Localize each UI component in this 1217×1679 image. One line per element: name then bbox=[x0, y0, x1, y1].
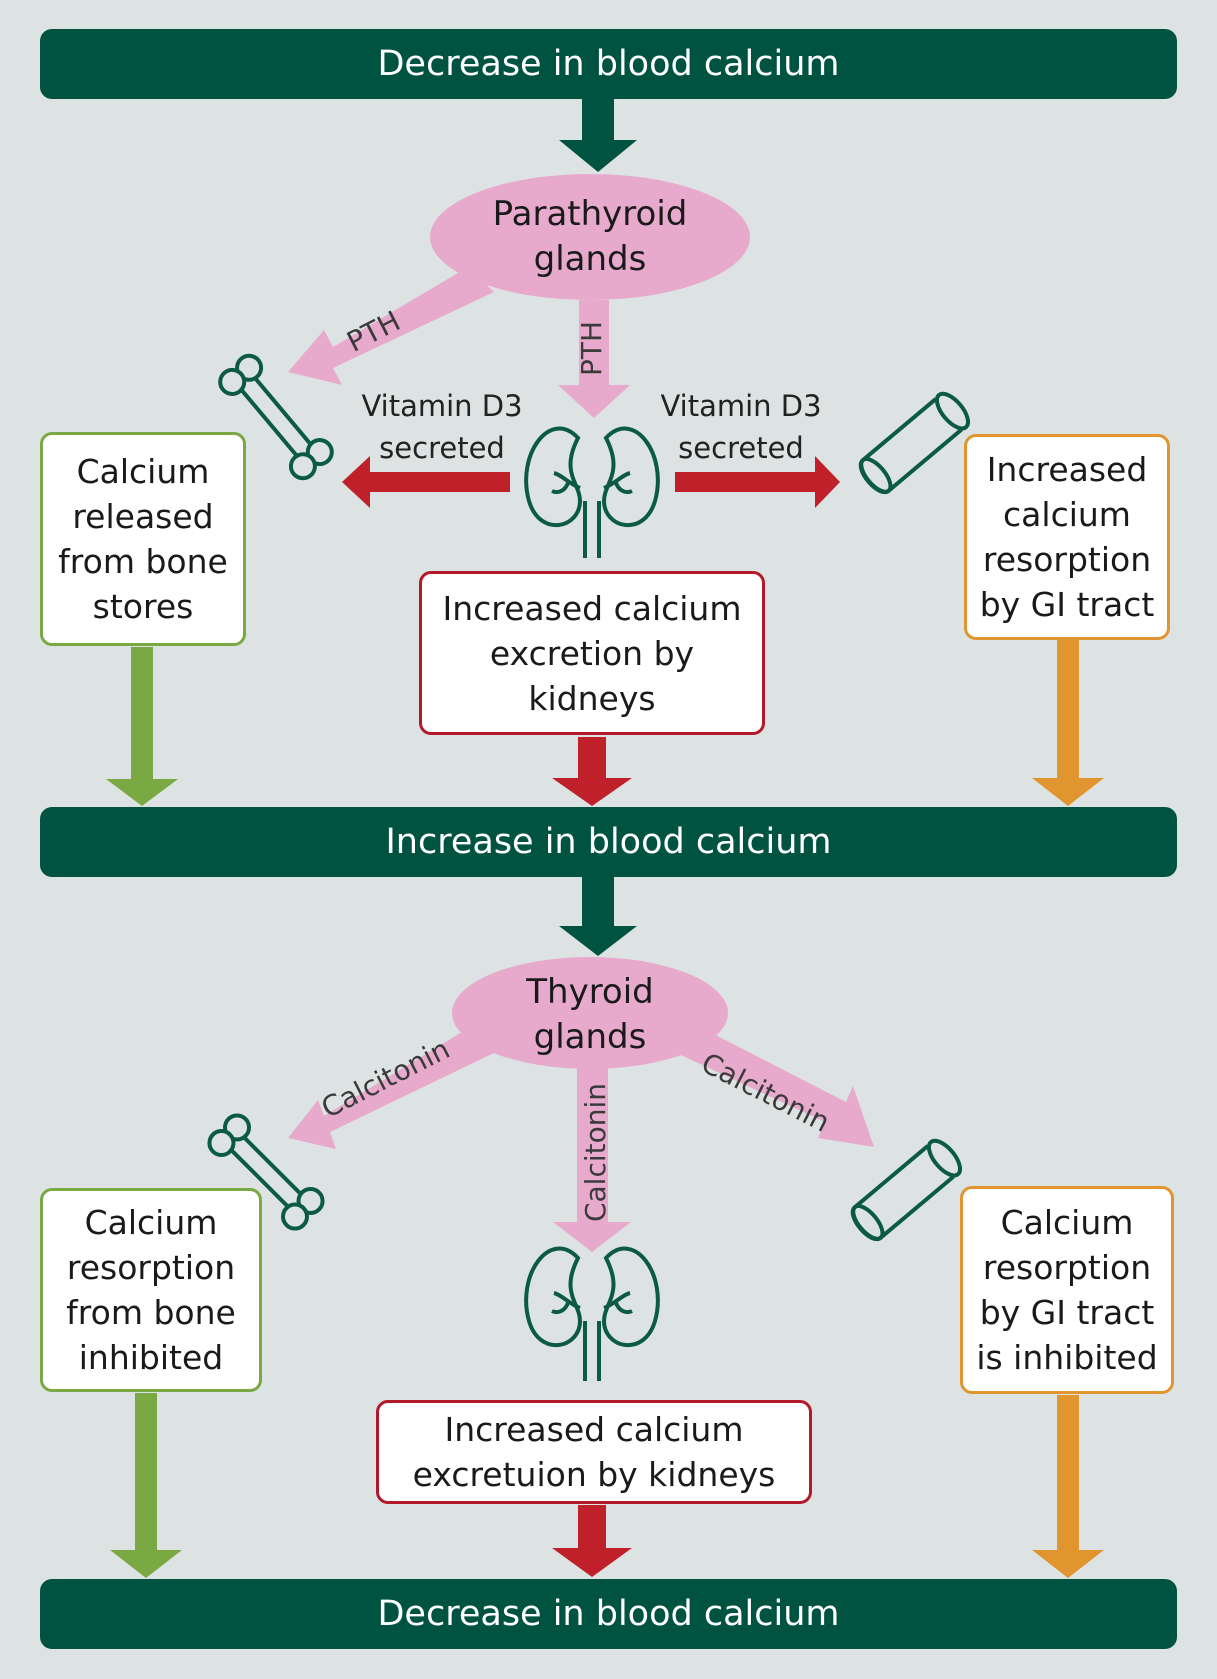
gi-resorption-box-upper: Increased calcium resorption by GI tract bbox=[964, 434, 1170, 640]
pth-label-center: PTH bbox=[575, 320, 609, 377]
thyroid-label: Thyroid glands bbox=[526, 972, 654, 1057]
arrow-gi-down-upper bbox=[1032, 640, 1104, 806]
bottom-bar-decrease: Decrease in blood calcium bbox=[40, 1579, 1177, 1649]
arrow-vitamin-d-right bbox=[675, 456, 840, 508]
bone-release-box: Calcium released from bone stores bbox=[40, 432, 246, 646]
bottom-bar-label: Decrease in blood calcium bbox=[377, 1594, 840, 1634]
arrow-kidney-down-lower bbox=[552, 1505, 632, 1577]
intestine-icon bbox=[850, 1138, 962, 1242]
arrow-middle-to-thyroid bbox=[559, 877, 637, 956]
parathyroid-label: Parathyroid glands bbox=[492, 194, 688, 279]
bone-icon bbox=[207, 1113, 325, 1231]
top-bar-decrease: Decrease in blood calcium bbox=[40, 29, 1177, 99]
arrow-bone-down-lower bbox=[110, 1393, 182, 1578]
arrow-calcitonin-to-kidney bbox=[553, 1050, 631, 1252]
middle-bar-increase: Increase in blood calcium bbox=[40, 807, 1177, 877]
middle-bar-label: Increase in blood calcium bbox=[385, 822, 832, 862]
arrow-bone-down-upper bbox=[106, 647, 178, 806]
arrow-pth-to-kidney bbox=[558, 300, 630, 418]
arrow-gi-down-lower bbox=[1032, 1395, 1104, 1578]
bone-icon bbox=[218, 353, 334, 481]
intestine-icon bbox=[858, 391, 970, 495]
vitamin-d-label-left: Vitamin D3 secreted bbox=[361, 389, 523, 465]
arrow-calcitonin-to-bone bbox=[288, 1024, 496, 1149]
arrow-kidney-down-upper bbox=[552, 737, 632, 806]
thyroid-ellipse bbox=[452, 957, 728, 1069]
arrow-top-to-parathyroid bbox=[559, 98, 637, 172]
kidney-excretion-box-lower: Increased calcium excretuion by kidneys bbox=[376, 1400, 812, 1504]
arrow-pth-to-bone bbox=[288, 267, 494, 385]
calcitonin-label-center: Calcitonin bbox=[579, 1082, 613, 1223]
arrow-vitamin-d-left bbox=[342, 456, 510, 508]
top-bar-label: Decrease in blood calcium bbox=[377, 44, 840, 84]
kidney-icon bbox=[524, 1246, 660, 1381]
arrow-calcitonin-to-gi bbox=[670, 1022, 874, 1147]
bone-inhibited-box: Calcium resorption from bone inhibited bbox=[40, 1188, 262, 1392]
parathyroid-ellipse bbox=[430, 174, 750, 300]
kidney-icon bbox=[524, 426, 660, 558]
kidney-excretion-box-upper: Increased calcium excretion by kidneys bbox=[419, 571, 765, 735]
gi-inhibited-box: Calcium resorption by GI tract is inhibi… bbox=[960, 1186, 1174, 1394]
vitamin-d-label-right: Vitamin D3 secreted bbox=[660, 389, 822, 465]
